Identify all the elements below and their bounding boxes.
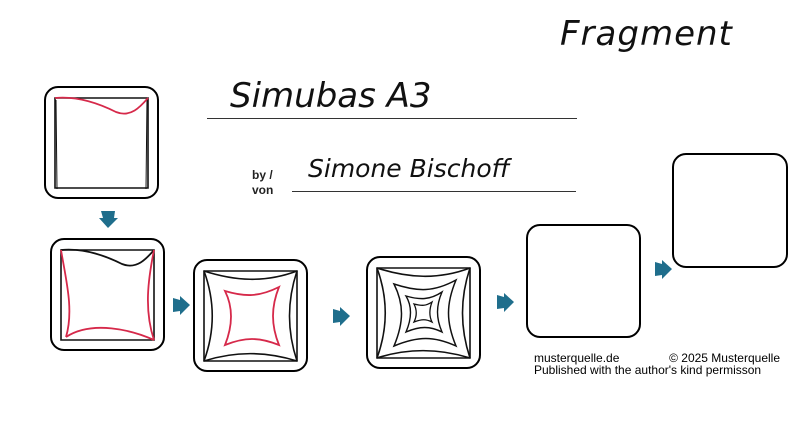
step-3-tile <box>193 259 308 372</box>
credit-block: musterquelle.de © 2025 Musterquelle Publ… <box>534 352 780 376</box>
arrow-right-icon <box>497 293 514 312</box>
title-underline <box>207 118 577 119</box>
by-label-line2: von <box>252 183 274 197</box>
credit-row: musterquelle.de © 2025 Musterquelle <box>534 352 780 364</box>
step-1-drawing <box>54 96 149 190</box>
arrow-down-icon <box>99 211 118 228</box>
step-2-drawing <box>60 248 155 341</box>
by-label-line1: by / <box>252 168 273 182</box>
step-4-drawing <box>376 267 471 359</box>
category-label: Fragment <box>560 14 733 54</box>
by-label: by / von <box>252 168 273 198</box>
step-2-tile <box>50 238 165 351</box>
author-underline <box>292 191 576 192</box>
step-3-drawing <box>203 270 298 362</box>
permission-text: Published with the author's kind permiss… <box>534 363 762 377</box>
step-6-tile <box>672 153 788 268</box>
arrow-right-icon <box>333 307 350 326</box>
site-link[interactable]: musterquelle.de <box>534 351 620 365</box>
arrow-right-icon <box>173 296 190 315</box>
step-4-tile <box>366 256 481 369</box>
pattern-title: Simubas A3 <box>230 76 432 116</box>
step-1-tile <box>44 86 159 199</box>
step-5-tile <box>526 224 641 338</box>
arrow-right-icon <box>655 260 672 279</box>
copyright-text: © 2025 Musterquelle <box>669 351 780 365</box>
author-name: Simone Bischoff <box>308 154 510 183</box>
